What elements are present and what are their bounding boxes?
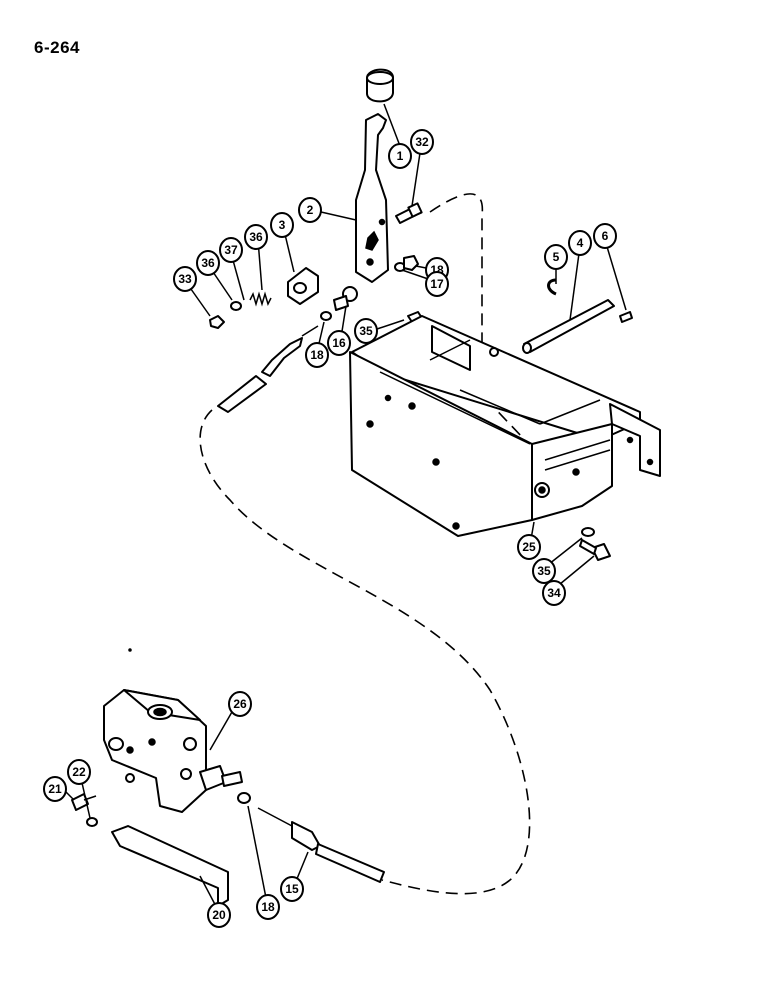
callout-label: 2 (307, 203, 314, 217)
speck (128, 648, 132, 652)
callout-label: 3 (279, 218, 286, 232)
callout-36-spring: 36 (244, 224, 268, 250)
callout-3: 3 (270, 212, 294, 238)
callout-label: 35 (537, 564, 551, 578)
nut (320, 311, 332, 321)
callout-label: 15 (285, 882, 299, 896)
callout-1: 1 (388, 143, 412, 169)
callout-37: 37 (219, 237, 243, 263)
callout-20: 20 (207, 902, 231, 928)
cable-end-upper (217, 325, 319, 413)
bracket (111, 825, 229, 907)
callout-label: 35 (359, 324, 373, 338)
callout-label: 36 (201, 256, 215, 270)
callout-18-lower: 18 (256, 894, 280, 920)
callout-label: 34 (547, 586, 561, 600)
bolt (579, 539, 611, 561)
callout-22: 22 (67, 759, 91, 785)
callout-label: 6 (602, 229, 609, 243)
ball-joint (333, 286, 358, 311)
callout-label: 18 (261, 900, 275, 914)
spring (249, 291, 272, 307)
pivot-bracket (287, 267, 319, 305)
callout-34: 34 (542, 580, 566, 606)
callout-label: 33 (178, 272, 192, 286)
callout-label: 16 (332, 336, 346, 350)
callout-25: 25 (517, 534, 541, 560)
callout-label: 22 (72, 765, 86, 779)
washer (230, 301, 242, 311)
callout-label: 32 (415, 135, 429, 149)
callout-label: 17 (430, 277, 444, 291)
knob (366, 68, 394, 103)
callout-label: 36 (249, 230, 263, 244)
callouts: 1 32 2 3 36 37 36 33 18 17 5 4 6 35 18 1… (43, 129, 617, 928)
bolt (395, 202, 423, 224)
callout-label: 4 (577, 236, 584, 250)
callout-label: 26 (233, 697, 247, 711)
callout-35-lower: 35 (532, 558, 556, 584)
callout-16: 16 (327, 330, 351, 356)
control-valve (103, 689, 243, 813)
callout-label: 18 (310, 348, 324, 362)
callout-label: 37 (224, 243, 238, 257)
washer (86, 817, 98, 827)
nut (403, 255, 419, 271)
callout-label: 5 (553, 250, 560, 264)
callout-35-upper: 35 (354, 318, 378, 344)
page-number: 6-264 (34, 38, 80, 57)
callout-33: 33 (173, 266, 197, 292)
callout-17: 17 (425, 271, 449, 297)
washer (581, 527, 595, 537)
callout-21: 21 (43, 776, 67, 802)
control-cable (257, 807, 385, 883)
callout-5: 5 (544, 244, 568, 270)
nut (237, 792, 251, 804)
callout-15: 15 (280, 876, 304, 902)
callout-18-middle: 18 (305, 342, 329, 368)
callout-2: 2 (298, 197, 322, 223)
shift-lever (355, 113, 389, 283)
callout-36-washer: 36 (196, 250, 220, 276)
callout-label: 1 (397, 149, 404, 163)
callout-label: 21 (48, 782, 62, 796)
cable-route-main (199, 409, 531, 895)
callout-32: 32 (410, 129, 434, 155)
snap-ring (547, 278, 557, 296)
nut (209, 315, 225, 329)
callout-6: 6 (593, 223, 617, 249)
callout-26: 26 (228, 691, 252, 717)
support-frame (349, 315, 661, 537)
shaft (522, 299, 615, 354)
bolt (71, 793, 97, 811)
callout-label: 25 (522, 540, 536, 554)
callout-4: 4 (568, 230, 592, 256)
callout-label: 20 (212, 908, 226, 922)
pin (619, 311, 633, 323)
